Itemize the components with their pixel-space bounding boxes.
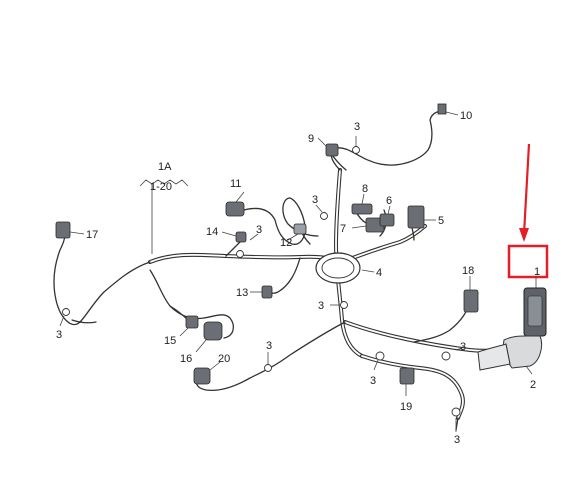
label-19: 19 bbox=[400, 401, 412, 413]
label-3-mid: 3 bbox=[318, 300, 324, 312]
label-3-left: 3 bbox=[256, 224, 262, 236]
label-3-bottom: 3 bbox=[266, 340, 272, 352]
label-7: 7 bbox=[340, 223, 346, 235]
label-20: 20 bbox=[218, 353, 230, 365]
label-1-20: 1-20 bbox=[150, 181, 172, 193]
grommet-sheath bbox=[315, 252, 361, 284]
connector-15 bbox=[185, 315, 199, 329]
connector-17 bbox=[55, 221, 71, 239]
connector-16 bbox=[203, 321, 223, 341]
connector-11 bbox=[225, 201, 245, 217]
clip-lower-3 bbox=[451, 407, 461, 417]
label-14: 14 bbox=[206, 226, 218, 238]
label-4: 4 bbox=[376, 267, 382, 279]
label-3-far-left: 3 bbox=[56, 329, 62, 341]
label-11: 11 bbox=[230, 178, 241, 190]
part-labels: 1 1A 1-20 2 3 3 3 3 3 3 3 3 3 4 5 6 7 8 … bbox=[56, 110, 540, 446]
label-17: 17 bbox=[86, 229, 98, 241]
bracket-1A bbox=[139, 179, 189, 254]
label-3-lower-2: 3 bbox=[460, 341, 466, 353]
label-10: 10 bbox=[460, 110, 472, 122]
connector-12 bbox=[293, 223, 307, 235]
label-15: 15 bbox=[164, 335, 176, 347]
clip-mid bbox=[340, 301, 348, 309]
highlight-arrow-shaft bbox=[522, 143, 531, 235]
label-3-upper: 3 bbox=[312, 194, 318, 206]
label-9: 9 bbox=[308, 133, 314, 145]
label-12: 12 bbox=[280, 237, 292, 249]
label-8: 8 bbox=[362, 183, 368, 195]
highlight-annotation bbox=[507, 143, 549, 279]
label-2: 2 bbox=[530, 379, 536, 391]
clip-left bbox=[236, 250, 244, 258]
highlight-arrow-head bbox=[519, 228, 529, 242]
connector-14 bbox=[235, 231, 247, 243]
connector-18 bbox=[463, 289, 479, 313]
connector-20 bbox=[193, 367, 211, 385]
connector-19 bbox=[399, 367, 415, 385]
clip-lower-1 bbox=[375, 351, 385, 361]
label-1: 1 bbox=[534, 266, 540, 278]
label-18: 18 bbox=[462, 265, 474, 277]
connector-9 bbox=[325, 143, 339, 157]
label-3-top: 3 bbox=[354, 121, 360, 133]
label-16: 16 bbox=[180, 353, 192, 365]
leader-lines bbox=[59, 111, 537, 432]
connector-13 bbox=[261, 285, 273, 299]
clip-top bbox=[352, 146, 360, 154]
connector-10 bbox=[437, 103, 447, 115]
connector-8 bbox=[351, 203, 373, 215]
clip-far-left bbox=[62, 308, 70, 316]
clips bbox=[62, 146, 461, 417]
module-part-1 bbox=[477, 287, 547, 371]
connector-6 bbox=[379, 213, 395, 227]
label-1A: 1A bbox=[158, 161, 172, 173]
label-3-lower-1: 3 bbox=[370, 375, 376, 387]
clip-upper-center bbox=[320, 212, 328, 220]
label-6: 6 bbox=[386, 195, 392, 207]
highlight-box bbox=[507, 244, 549, 279]
connector-5 bbox=[407, 205, 425, 229]
label-5: 5 bbox=[438, 215, 444, 227]
connectors bbox=[55, 103, 479, 385]
label-3-lower-3: 3 bbox=[454, 434, 460, 446]
clip-bottom bbox=[264, 364, 272, 372]
clip-lower-2 bbox=[441, 351, 451, 361]
label-13: 13 bbox=[236, 287, 248, 299]
